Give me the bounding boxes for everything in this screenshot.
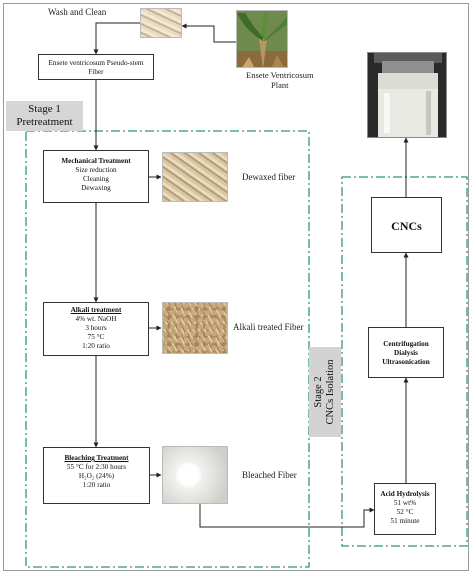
stage2-label-text: Stage 2 CNCs Isolation xyxy=(313,359,337,424)
bleached-fiber-label: Bleached Fiber xyxy=(242,470,297,480)
mechanical-line3: Dewaxing xyxy=(81,184,111,192)
bleaching-line2: H₂O₂ (24%) xyxy=(78,472,115,480)
arrow-raw-to-fiber xyxy=(93,22,140,55)
mechanical-treatment-box: Mechanical Treatment Size reduction Clea… xyxy=(43,150,149,203)
stage1-label-line2: Pretreatment xyxy=(16,116,73,128)
plant-label-line1: Ensete Ventricosum xyxy=(246,70,314,80)
stage1-label: Stage 1 Pretreatment xyxy=(6,101,83,131)
acid-line2: 52 °C xyxy=(396,508,414,516)
alkali-title: Alkali treatment xyxy=(70,306,122,314)
acid-line1: 51 wt% xyxy=(393,499,417,507)
cnc-vial-illustration xyxy=(368,53,446,137)
alkali-line1: 4% wt. NaOH xyxy=(75,315,117,323)
source-fiber-line2: Fiber xyxy=(88,68,104,76)
dewaxed-fiber-photo xyxy=(162,152,228,202)
alkali-line4: 1:20 ratio xyxy=(82,342,110,350)
cdu-line3: Ultrasonication xyxy=(382,358,430,366)
bleaching-line1: 55 °C for 2:30 hours xyxy=(66,463,127,471)
bleached-fiber-photo xyxy=(162,446,228,504)
stage2-label-line2: CNCs Isolation xyxy=(325,359,336,425)
alkali-line2: 3 hours xyxy=(85,324,107,332)
stage1-label-line1: Stage 1 xyxy=(28,103,61,115)
acid-line3: 51 minute xyxy=(390,517,420,525)
stage2-label-line1: Stage 2 xyxy=(313,376,324,408)
acid-title: Acid Hydrolysis xyxy=(380,490,430,498)
stage2-dashed-frame xyxy=(341,176,468,547)
bleaching-treatment-box: Bleaching Treatment 55 °C for 2:30 hours… xyxy=(43,447,150,504)
cncs-box: CNCs xyxy=(371,197,442,253)
plant-label-line2: Plant xyxy=(271,80,289,90)
wash-clean-label: Wash and Clean xyxy=(48,7,107,17)
bleaching-line3: 1:20 ratio xyxy=(82,481,111,489)
alkali-treatment-box: Alkali treatment 4% wt. NaOH 3 hours 75 … xyxy=(43,302,149,356)
alkali-line3: 75 °C xyxy=(87,333,105,341)
plant-label: Ensete Ventricosum Plant xyxy=(246,70,314,90)
cdu-line1: Centrifugation xyxy=(383,340,429,348)
raw-fiber-photo xyxy=(140,8,182,38)
cnc-suspension-photo xyxy=(367,52,447,138)
cncs-label: CNCs xyxy=(391,219,422,233)
stage2-label: Stage 2 CNCs Isolation xyxy=(309,347,341,437)
centrifugation-box: Centrifugation Dialysis Ultrasonication xyxy=(368,327,444,378)
alkali-fiber-photo xyxy=(162,302,228,354)
mechanical-line1: Size reduction xyxy=(75,166,117,174)
source-fiber-box: Ensete ventricosum Pseudo-stem Fiber xyxy=(38,54,154,80)
mechanical-line2: Cleaning xyxy=(83,175,109,183)
acid-hydrolysis-box: Acid Hydrolysis 51 wt% 52 °C 51 minute xyxy=(374,483,436,535)
arrow-bleached-to-acid xyxy=(199,504,375,528)
arrow-plant-to-raw xyxy=(181,23,236,43)
outer-frame xyxy=(3,3,469,571)
plant-illustration xyxy=(237,11,287,67)
alkali-fiber-label: Alkali treated Fiber xyxy=(233,322,304,332)
bleaching-title: Bleaching Treatment xyxy=(64,454,129,462)
cdu-line2: Dialysis xyxy=(394,349,418,357)
dewaxed-fiber-label: Dewaxed fiber xyxy=(242,172,296,182)
mechanical-title: Mechanical Treatment xyxy=(61,157,131,165)
ensete-plant-photo xyxy=(236,10,288,68)
source-fiber-line1: Ensete ventricosum Pseudo-stem xyxy=(48,59,144,67)
